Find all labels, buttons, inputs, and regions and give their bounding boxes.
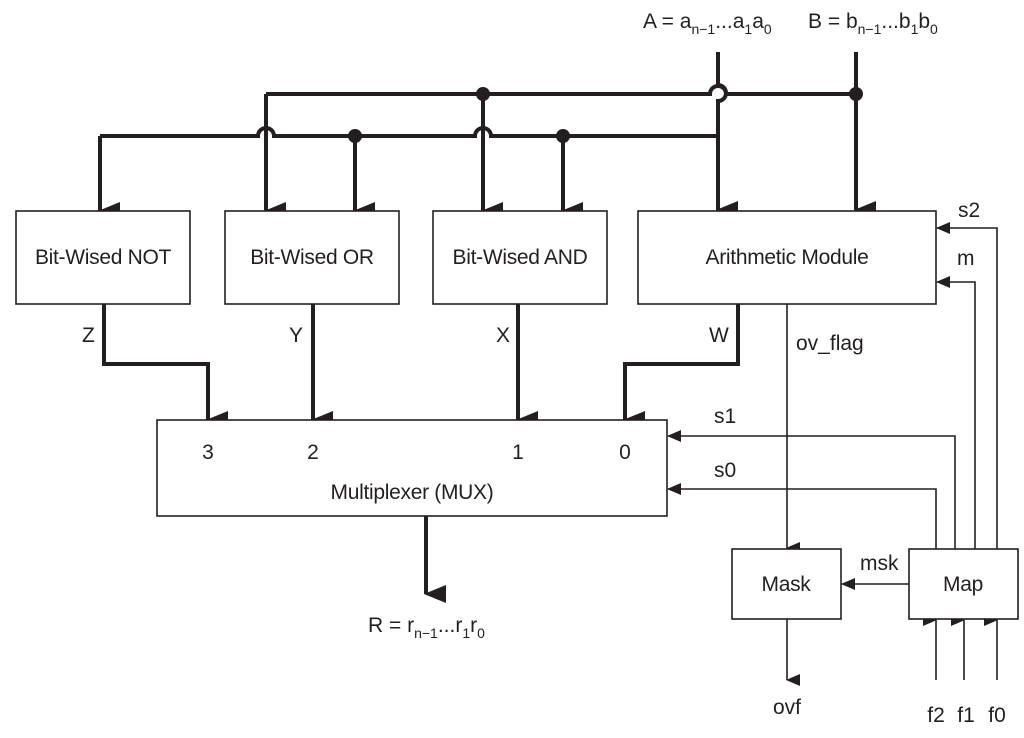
line-s2 <box>936 222 998 549</box>
bitwise-or-label: Bit-Wised OR <box>250 246 374 269</box>
output-r-label: R = rn−1...r1r0 <box>368 614 485 641</box>
signal-s0-label: s0 <box>714 459 736 482</box>
junction-dot <box>348 129 362 143</box>
line-m <box>936 276 976 549</box>
arithmetic-module-box <box>637 210 937 305</box>
input-a-sub-0: 0 <box>764 21 772 37</box>
map-label: Map <box>943 573 983 596</box>
arithmetic-module-label: Arithmetic Module <box>706 246 869 269</box>
bus-a-vertical <box>716 52 738 219</box>
input-b-sub-1: 1 <box>911 21 919 37</box>
line-s0 <box>667 483 937 549</box>
mask-label: Mask <box>762 573 812 596</box>
bus-z <box>102 304 228 429</box>
signal-f1-label: f1 <box>957 704 975 727</box>
junction-dot <box>849 87 863 101</box>
input-a-sub-high: n−1 <box>691 21 715 37</box>
output-r-mid: ...r <box>438 614 463 637</box>
signal-s1-label: s1 <box>714 405 736 428</box>
bitwise-not-box <box>15 210 191 305</box>
signal-y-label: Y <box>289 324 303 347</box>
signal-f0-label: f0 <box>988 704 1006 727</box>
map-box <box>908 548 1019 620</box>
output-r-sub-0: 0 <box>477 625 485 641</box>
input-b-mid: ...b <box>881 10 910 33</box>
signal-x-label: X <box>496 324 510 347</box>
input-b-sub-high: n−1 <box>858 21 882 37</box>
bitwise-not-label: Bit-Wised NOT <box>35 246 172 269</box>
junction-dot <box>556 129 570 143</box>
signal-s2-label: s2 <box>958 199 980 222</box>
junction-dot <box>476 87 490 101</box>
mask-box <box>731 548 842 620</box>
mux-input-0: 0 <box>619 441 631 464</box>
bus-b-horizontal <box>266 84 856 96</box>
input-a-mid: ...a <box>715 10 745 33</box>
input-a-prefix: A = a <box>643 10 692 33</box>
input-b-b: b <box>918 10 930 33</box>
bitwise-and-label: Bit-Wised AND <box>453 246 588 269</box>
line-s1 <box>667 430 956 549</box>
output-r-r: r <box>470 614 477 637</box>
input-b-prefix: B = b <box>808 10 858 33</box>
input-b-sub-0: 0 <box>930 21 938 37</box>
output-r-sub-high: n−1 <box>414 625 438 641</box>
signal-z-label: Z <box>82 324 95 347</box>
input-a-a: a <box>752 10 764 33</box>
mux-box <box>156 419 668 517</box>
signal-ov-flag-label: ov_flag <box>796 332 864 355</box>
mux-input-2: 2 <box>307 441 319 464</box>
signal-msk-label: msk <box>860 552 899 575</box>
signal-f2-label: f2 <box>927 704 945 727</box>
mux-label: Multiplexer (MUX) <box>331 481 494 504</box>
bus-w <box>623 304 740 429</box>
input-b-label: B = bn−1...b1b0 <box>808 10 938 37</box>
output-r-prefix: R = r <box>368 614 414 637</box>
bitwise-and-box <box>432 210 608 305</box>
bus-a-horizontal <box>100 126 718 138</box>
input-a-label: A = an−1...a1a0 <box>643 10 772 37</box>
signal-w-label: W <box>709 324 729 347</box>
input-a-sub-1: 1 <box>744 21 752 37</box>
signal-m-label: m <box>957 247 975 270</box>
mux-input-3: 3 <box>202 441 214 464</box>
output-r-sub-1: 1 <box>462 625 470 641</box>
mux-input-1: 1 <box>512 441 524 464</box>
signal-ovf-label: ovf <box>773 696 801 719</box>
bitwise-or-box <box>224 210 400 305</box>
